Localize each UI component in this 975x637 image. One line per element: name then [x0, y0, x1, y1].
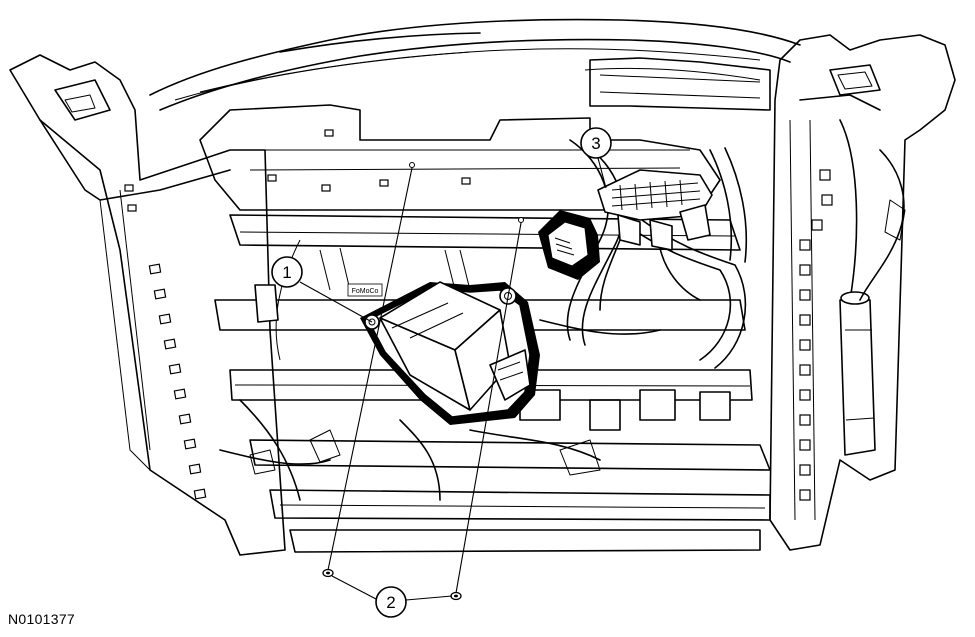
right-rail-slots — [799, 169, 833, 501]
module-label-text: FoMoCo — [352, 288, 379, 295]
seat-back-frame — [149, 18, 801, 111]
control-module: FoMoCo — [347, 281, 540, 425]
bolt-left — [322, 568, 334, 578]
connector-3-black — [538, 210, 600, 280]
right-seat-track — [769, 34, 956, 551]
left-seat-track — [9, 54, 286, 556]
callout-1-label: 1 — [282, 263, 291, 282]
connector-3-white — [597, 169, 713, 311]
module-label-plate — [347, 283, 383, 297]
bolt-right — [450, 591, 462, 601]
callout-3-label: 3 — [591, 134, 600, 153]
callout-3: 3 — [580, 127, 612, 159]
leader-lines — [299, 157, 607, 601]
callout-2: 2 — [375, 586, 407, 618]
callout-2-label: 2 — [386, 593, 395, 612]
harness-connector — [538, 169, 713, 311]
left-rail-slots — [124, 184, 207, 500]
figure-id: N0101377 — [8, 611, 76, 627]
wiring-harness — [539, 139, 748, 369]
callout-1: 1 — [271, 256, 303, 288]
